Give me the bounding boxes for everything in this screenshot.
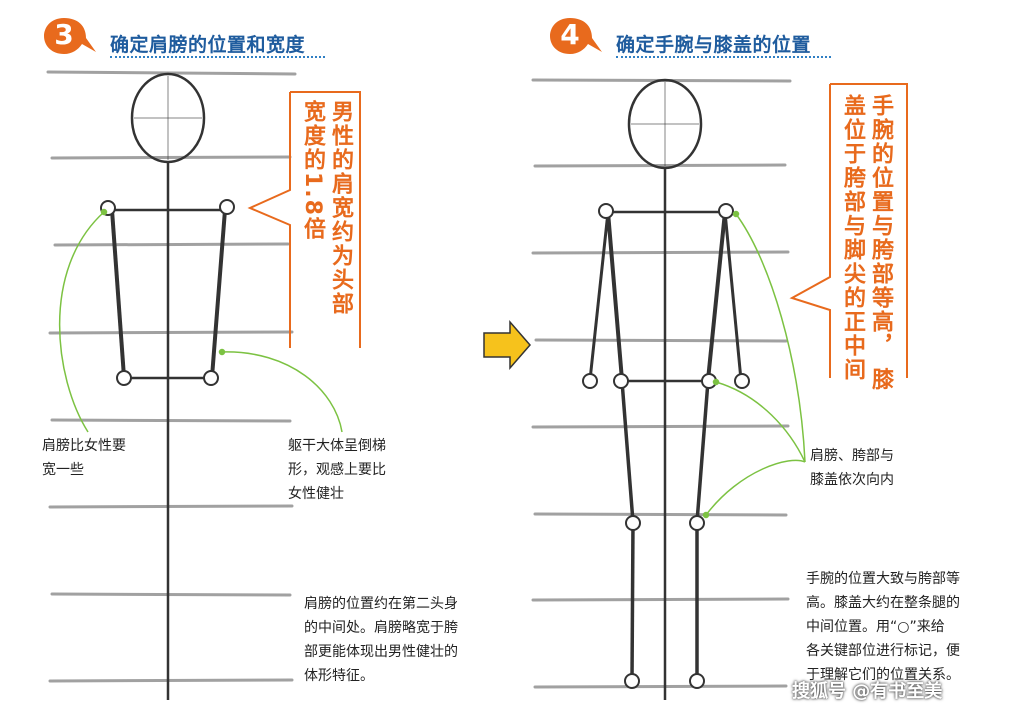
left-shoulder-note: 肩膀比女性要 宽一些: [42, 434, 126, 482]
left-callout-text: 男性的肩宽约为头部 宽度的1.8倍: [298, 100, 354, 340]
left-callout-line-2: 宽度的1.8倍: [300, 100, 325, 241]
right-figure: [582, 78, 750, 700]
left-guide-lines: [46, 70, 297, 683]
left-torso-note-line: 形，观感上要比: [288, 462, 386, 478]
step-4-title-underline: [616, 56, 831, 58]
step-3-title-underline: [110, 56, 325, 58]
left-torso-note-line: 躯干大体呈倒梯: [288, 438, 386, 454]
right-bottom-note-line: 手腕的位置大致与胯部等: [806, 571, 960, 587]
right-callout-line-2: 膝盖位于胯部与脚尖的正中间: [840, 94, 893, 392]
step-4-number: 4: [560, 18, 580, 51]
right-callout-bracket: [789, 83, 908, 378]
left-bottom-note-line: 的中间处。肩膀略宽于胯: [304, 620, 458, 636]
left-shoulder-note-line: 肩膀比女性要: [42, 438, 126, 454]
left-torso-note: 躯干大体呈倒梯 形，观感上要比 女性健壮: [288, 434, 386, 506]
right-inward-note: 肩膀、胯部与 膝盖依次向内: [810, 444, 894, 492]
left-bottom-note-line: 体形特征。: [304, 668, 374, 684]
right-inward-note-line: 肩膀、胯部与: [810, 448, 894, 464]
left-callout-bracket: [247, 91, 361, 348]
right-bottom-note-line: 中间位置。用“○”来给: [806, 619, 945, 635]
left-bottom-note: 肩膀的位置约在第二头身 的中间处。肩膀略宽于胯 部更能体现出男性健壮的 体形特征…: [304, 592, 458, 688]
left-bottom-note-line: 部更能体现出男性健壮的: [304, 644, 458, 660]
right-inward-note-line: 膝盖依次向内: [810, 472, 894, 488]
left-torso-note-line: 女性健壮: [288, 486, 344, 502]
step-3-title: 确定肩膀的位置和宽度: [110, 34, 306, 56]
step-4-badge-icon: [550, 18, 602, 54]
right-bottom-note: 手腕的位置大致与胯部等 高。膝盖大约在整条腿的 中间位置。用“○”来给 各关键部…: [806, 567, 960, 687]
left-bottom-note-line: 肩膀的位置约在第二头身: [304, 596, 458, 612]
right-guide-lines: [531, 78, 792, 689]
right-callout-line-1: 手腕的位置与胯部等高，: [868, 94, 893, 358]
green-leader-lines: [58, 208, 806, 519]
right-bottom-note-line: 于理解它们的位置关系。: [806, 667, 960, 683]
left-figure: [100, 72, 235, 700]
transition-arrow-icon: [483, 319, 531, 371]
right-bottom-note-line: 各关键部位进行标记，便: [806, 643, 960, 659]
left-shoulder-note-line: 宽一些: [42, 462, 84, 478]
step-3-badge-icon: [44, 18, 96, 54]
right-callout-text: 手腕的位置与胯部等高， 膝盖位于胯部与脚尖的正中间: [838, 94, 894, 414]
watermark: 搜狐号 @有书至美: [792, 681, 943, 702]
step-4-title: 确定手腕与膝盖的位置: [616, 34, 812, 56]
right-bottom-note-line: 高。膝盖大约在整条腿的: [806, 595, 960, 611]
left-callout-line-1: 男性的肩宽约为头部: [328, 100, 353, 316]
step-3-number: 3: [54, 18, 74, 51]
